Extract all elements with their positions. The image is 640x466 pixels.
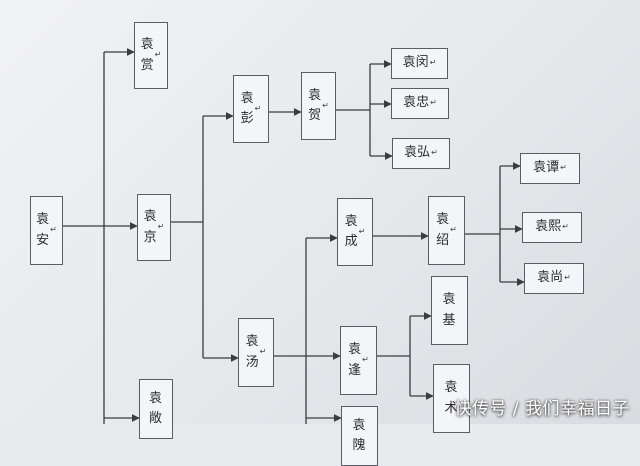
node-label: 袁 成 (344, 213, 358, 249)
node-label: 袁 绍 (436, 212, 450, 248)
node-yuan-cheng: 袁 成↵ (337, 198, 373, 266)
return-mark-icon: ↵ (560, 163, 567, 173)
node-yuan-he: 袁 贺↵ (301, 72, 336, 140)
node-yuan-peng: 袁 彭↵ (233, 75, 269, 143)
return-mark-icon: ↵ (564, 273, 571, 283)
node-label: 袁 赏 (140, 37, 154, 73)
node-yuan-tang: 袁 汤↵ (238, 318, 274, 387)
node-label: 袁 术 (444, 380, 458, 416)
node-label: 袁 逢 (348, 342, 362, 378)
node-label: 袁谭 (533, 160, 560, 176)
node-yuan-shang-top: 袁 赏↵ (134, 22, 168, 89)
node-label: 袁熙 (535, 219, 562, 235)
node-yuan-tan: 袁谭↵ (520, 153, 580, 184)
node-yuan-min: 袁闵↵ (391, 48, 448, 79)
watermark-text: 快传号 / 我们幸福日子 (454, 399, 630, 419)
node-yuan-bottom-left: 袁 敞 (139, 379, 173, 439)
return-mark-icon: ↵ (450, 225, 457, 235)
node-label: 袁尚 (537, 270, 564, 286)
node-yuan-ji: 袁 基 (431, 276, 468, 345)
return-mark-icon: ↵ (50, 225, 57, 235)
node-label: 袁 汤 (245, 334, 259, 370)
node-label: 袁 彭 (240, 90, 254, 126)
node-yuan-shang: 袁尚↵ (524, 263, 584, 294)
return-mark-icon: ↵ (358, 226, 366, 236)
node-label: 袁 京 (143, 209, 157, 245)
node-label: 袁 基 (442, 292, 456, 328)
node-yuan-shao: 袁 绍↵ (428, 196, 465, 265)
node-yuan-shu: 袁 术 (433, 364, 470, 433)
return-mark-icon: ↵ (322, 100, 329, 110)
return-mark-icon: ↵ (157, 222, 165, 232)
node-yuan-wei: 袁 隗 (341, 406, 378, 466)
node-label: 袁 安 (36, 212, 50, 248)
node-label: 袁 敞 (148, 390, 162, 426)
node-yuan-feng: 袁 逢↵ (340, 326, 377, 395)
return-mark-icon: ↵ (429, 58, 437, 68)
family-tree-connectors (62, 48, 525, 424)
return-mark-icon: ↵ (259, 347, 267, 357)
node-label: 袁忠 (403, 95, 430, 111)
return-mark-icon: ↵ (562, 222, 569, 232)
node-yuan-zhong: 袁忠↵ (391, 88, 449, 119)
node-label: 袁 隗 (352, 417, 366, 453)
node-yuan-xi: 袁熙↵ (522, 212, 582, 243)
return-mark-icon: ↵ (431, 148, 438, 158)
return-mark-icon: ↵ (362, 355, 369, 365)
return-mark-icon: ↵ (430, 98, 437, 108)
node-yuan-jing: 袁 京↵ (137, 194, 171, 261)
node-label: 袁 贺 (308, 87, 322, 123)
node-yuan-hong: 袁弘↵ (392, 138, 450, 169)
node-yuan-an: 袁 安↵ (30, 196, 63, 265)
node-label: 袁闵 (402, 55, 429, 71)
return-mark-icon: ↵ (154, 50, 162, 60)
node-label: 袁弘 (404, 145, 431, 161)
return-mark-icon: ↵ (254, 103, 262, 113)
